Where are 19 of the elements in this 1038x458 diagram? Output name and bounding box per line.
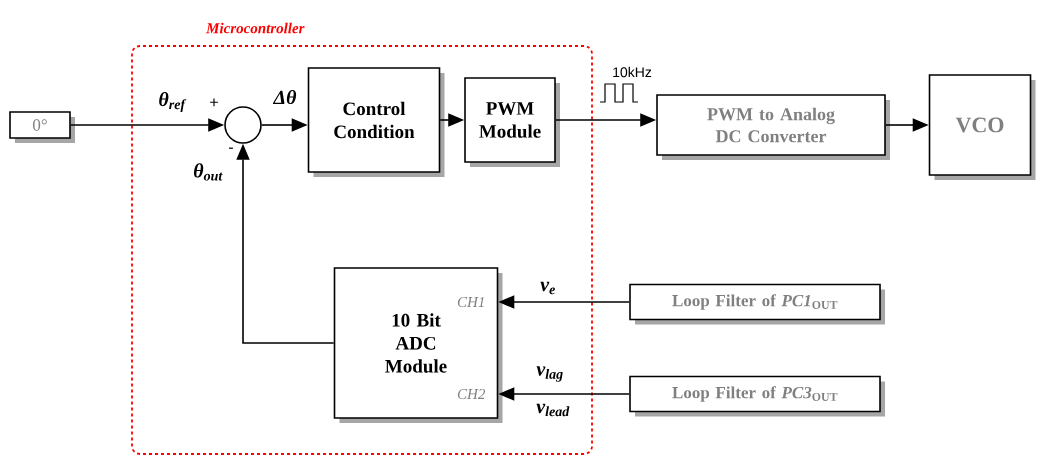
- adc-box: 10 Bit ADC Module CH1 CH2: [333, 267, 503, 423]
- sign-label: -: [229, 147, 233, 149]
- edge-label: v$_{e}$: [540, 281, 555, 295]
- filter-box: Loop Filter of PC1$_{OUT}$: [629, 283, 885, 325]
- process-box: VCO: [928, 74, 1036, 180]
- summing-junction: [224, 106, 262, 144]
- edge-label: 10kHz: [613, 66, 652, 78]
- edge-label: v$_{lag}$: [536, 366, 563, 382]
- edge-label: θ$_{out}$: [194, 163, 223, 181]
- process-box: Control Condition: [307, 67, 445, 177]
- filter-box: Loop Filter of PC3$_{OUT}$: [629, 375, 885, 417]
- edge-label: θ$_{ref}$: [159, 91, 187, 113]
- process-box: PWM to Analog DC Converter: [656, 94, 890, 160]
- process-box: PWM Module: [464, 77, 560, 167]
- edge-label: Δθ: [272, 89, 297, 105]
- input-box: 0°: [9, 111, 75, 143]
- signal-label: v$_{lead}$: [536, 403, 570, 417]
- node-label: Microcontroller: [205, 22, 305, 34]
- sign-label: +: [210, 98, 218, 107]
